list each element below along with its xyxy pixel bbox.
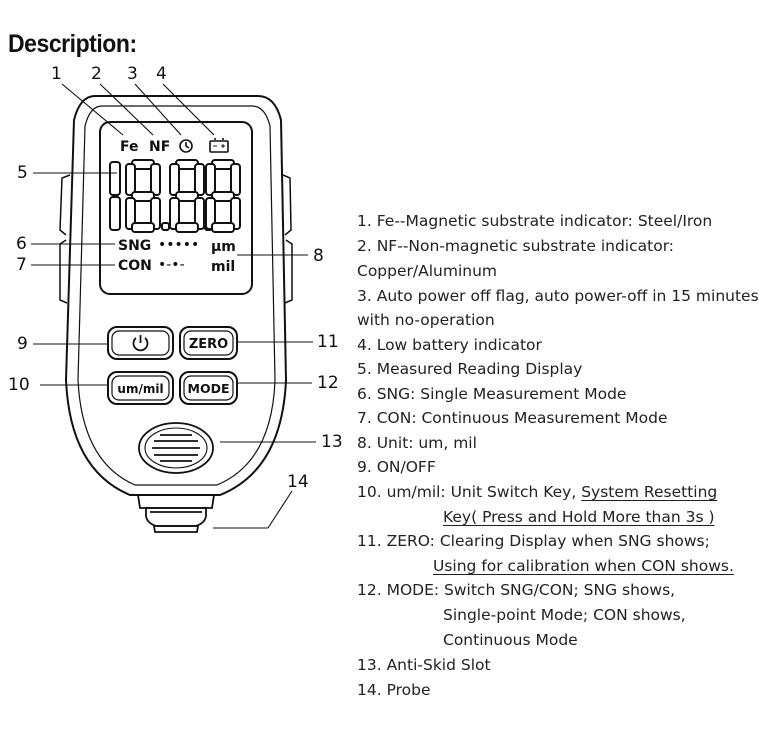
reading-display (109, 159, 241, 233)
con-indicator: CON (118, 258, 152, 274)
desc-6: 6. SNG: Single Measurement Mode (357, 385, 627, 403)
um-mil-label: um/mil (117, 382, 163, 396)
desc-3: 3. Auto power off flag, auto power-off i… (357, 287, 759, 305)
callout-7: 7 (16, 255, 27, 275)
mode-label: MODE (188, 381, 230, 396)
sng-dots: ••••• (158, 237, 199, 253)
callout-11: 11 (317, 332, 339, 352)
desc-14: 14. Probe (357, 681, 431, 699)
um-mil-button[interactable]: um/mil (107, 371, 174, 405)
desc-10-cont: Key( Press and Hold More than 3s ) (443, 508, 715, 526)
desc-5: 5. Measured Reading Display (357, 360, 583, 378)
lcd-screen: Fe NF (99, 121, 253, 295)
callout-3: 3 (127, 64, 138, 84)
desc-11: 11. ZERO: Clearing Display when SNG show… (357, 532, 710, 550)
desc-10: 10. um/mil: Unit Switch Key, System Rese… (357, 480, 717, 505)
callout-10: 10 (8, 375, 30, 395)
device-body (59, 95, 293, 496)
desc-1: 1. Fe--Magnetic substrate indicator: Ste… (357, 212, 713, 230)
power-button[interactable] (107, 326, 174, 360)
desc-12-cont-1: Single-point Mode; CON shows, (443, 606, 686, 624)
unit-um: μm (211, 239, 236, 255)
desc-9: 9. ON/OFF (357, 458, 436, 476)
callout-1: 1 (51, 64, 62, 84)
leader-lines (31, 83, 316, 529)
callout-14: 14 (287, 472, 309, 492)
sng-indicator: SNG (118, 238, 151, 254)
probe (136, 494, 216, 533)
anti-skid-slot (138, 422, 214, 474)
desc-11-cont: Using for calibration when CON shows. (433, 557, 734, 575)
desc-2: 2. NF--Non-magnetic substrate indicator: (357, 237, 675, 255)
desc-7: 7. CON: Continuous Measurement Mode (357, 409, 668, 427)
clock-icon (179, 139, 193, 153)
desc-4: 4. Low battery indicator (357, 336, 542, 354)
callout-6: 6 (16, 234, 27, 254)
zero-label: ZERO (189, 337, 228, 352)
con-dots: •-•- (158, 257, 185, 273)
page-title: Description: (8, 30, 137, 58)
fe-indicator: Fe (120, 139, 139, 155)
callout-4: 4 (156, 64, 167, 84)
desc-2-cont: Copper/Aluminum (357, 262, 497, 280)
callout-12: 12 (317, 373, 339, 393)
callout-5: 5 (17, 163, 28, 183)
desc-12-cont-2: Continuous Mode (443, 631, 578, 649)
mode-button[interactable]: MODE (179, 371, 238, 405)
desc-10-underlined: System Resetting (581, 483, 718, 501)
callout-2: 2 (91, 64, 102, 84)
battery-icon (209, 138, 229, 153)
callout-9: 9 (17, 334, 28, 354)
power-icon (132, 335, 149, 352)
desc-3-cont: with no-operation (357, 311, 495, 329)
unit-mil: mil (211, 259, 235, 275)
callout-13: 13 (321, 432, 343, 452)
nf-indicator: NF (149, 139, 170, 155)
desc-8: 8. Unit: um, mil (357, 434, 477, 452)
desc-13: 13. Anti-Skid Slot (357, 656, 491, 674)
desc-10-text: 10. um/mil: Unit Switch Key, (357, 483, 582, 501)
callout-8: 8 (313, 246, 324, 266)
desc-12: 12. MODE: Switch SNG/CON; SNG shows, (357, 581, 676, 599)
zero-button[interactable]: ZERO (179, 326, 238, 360)
